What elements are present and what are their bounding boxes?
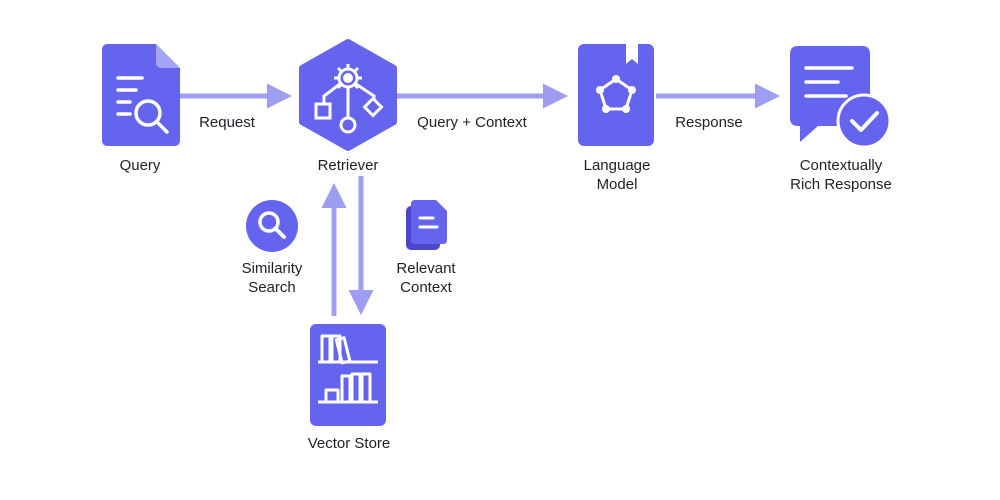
- response-label: Contextually Rich Response: [790, 157, 892, 193]
- retriever-label: Retriever: [317, 157, 379, 174]
- similarity-search-label: Similarity Search: [241, 260, 303, 296]
- response-edge-label: Response: [675, 114, 743, 131]
- model-book-icon: [578, 44, 654, 146]
- query-label: Query: [119, 157, 161, 174]
- vector-store-label: Vector Store: [307, 435, 391, 452]
- request-edge-label: Request: [199, 114, 255, 131]
- chat-check-icon: [790, 46, 892, 149]
- query-context-edge-label: Query + Context: [417, 114, 527, 131]
- document-search-icon: [102, 44, 180, 146]
- workflow-gear-icon: [299, 39, 397, 151]
- relevant-context-label: Relevant Context: [396, 260, 456, 296]
- bookshelf-icon: [310, 324, 386, 426]
- documents-icon: [406, 200, 447, 250]
- magnifier-icon: [246, 200, 298, 252]
- language-model-label: Language Model: [583, 157, 651, 193]
